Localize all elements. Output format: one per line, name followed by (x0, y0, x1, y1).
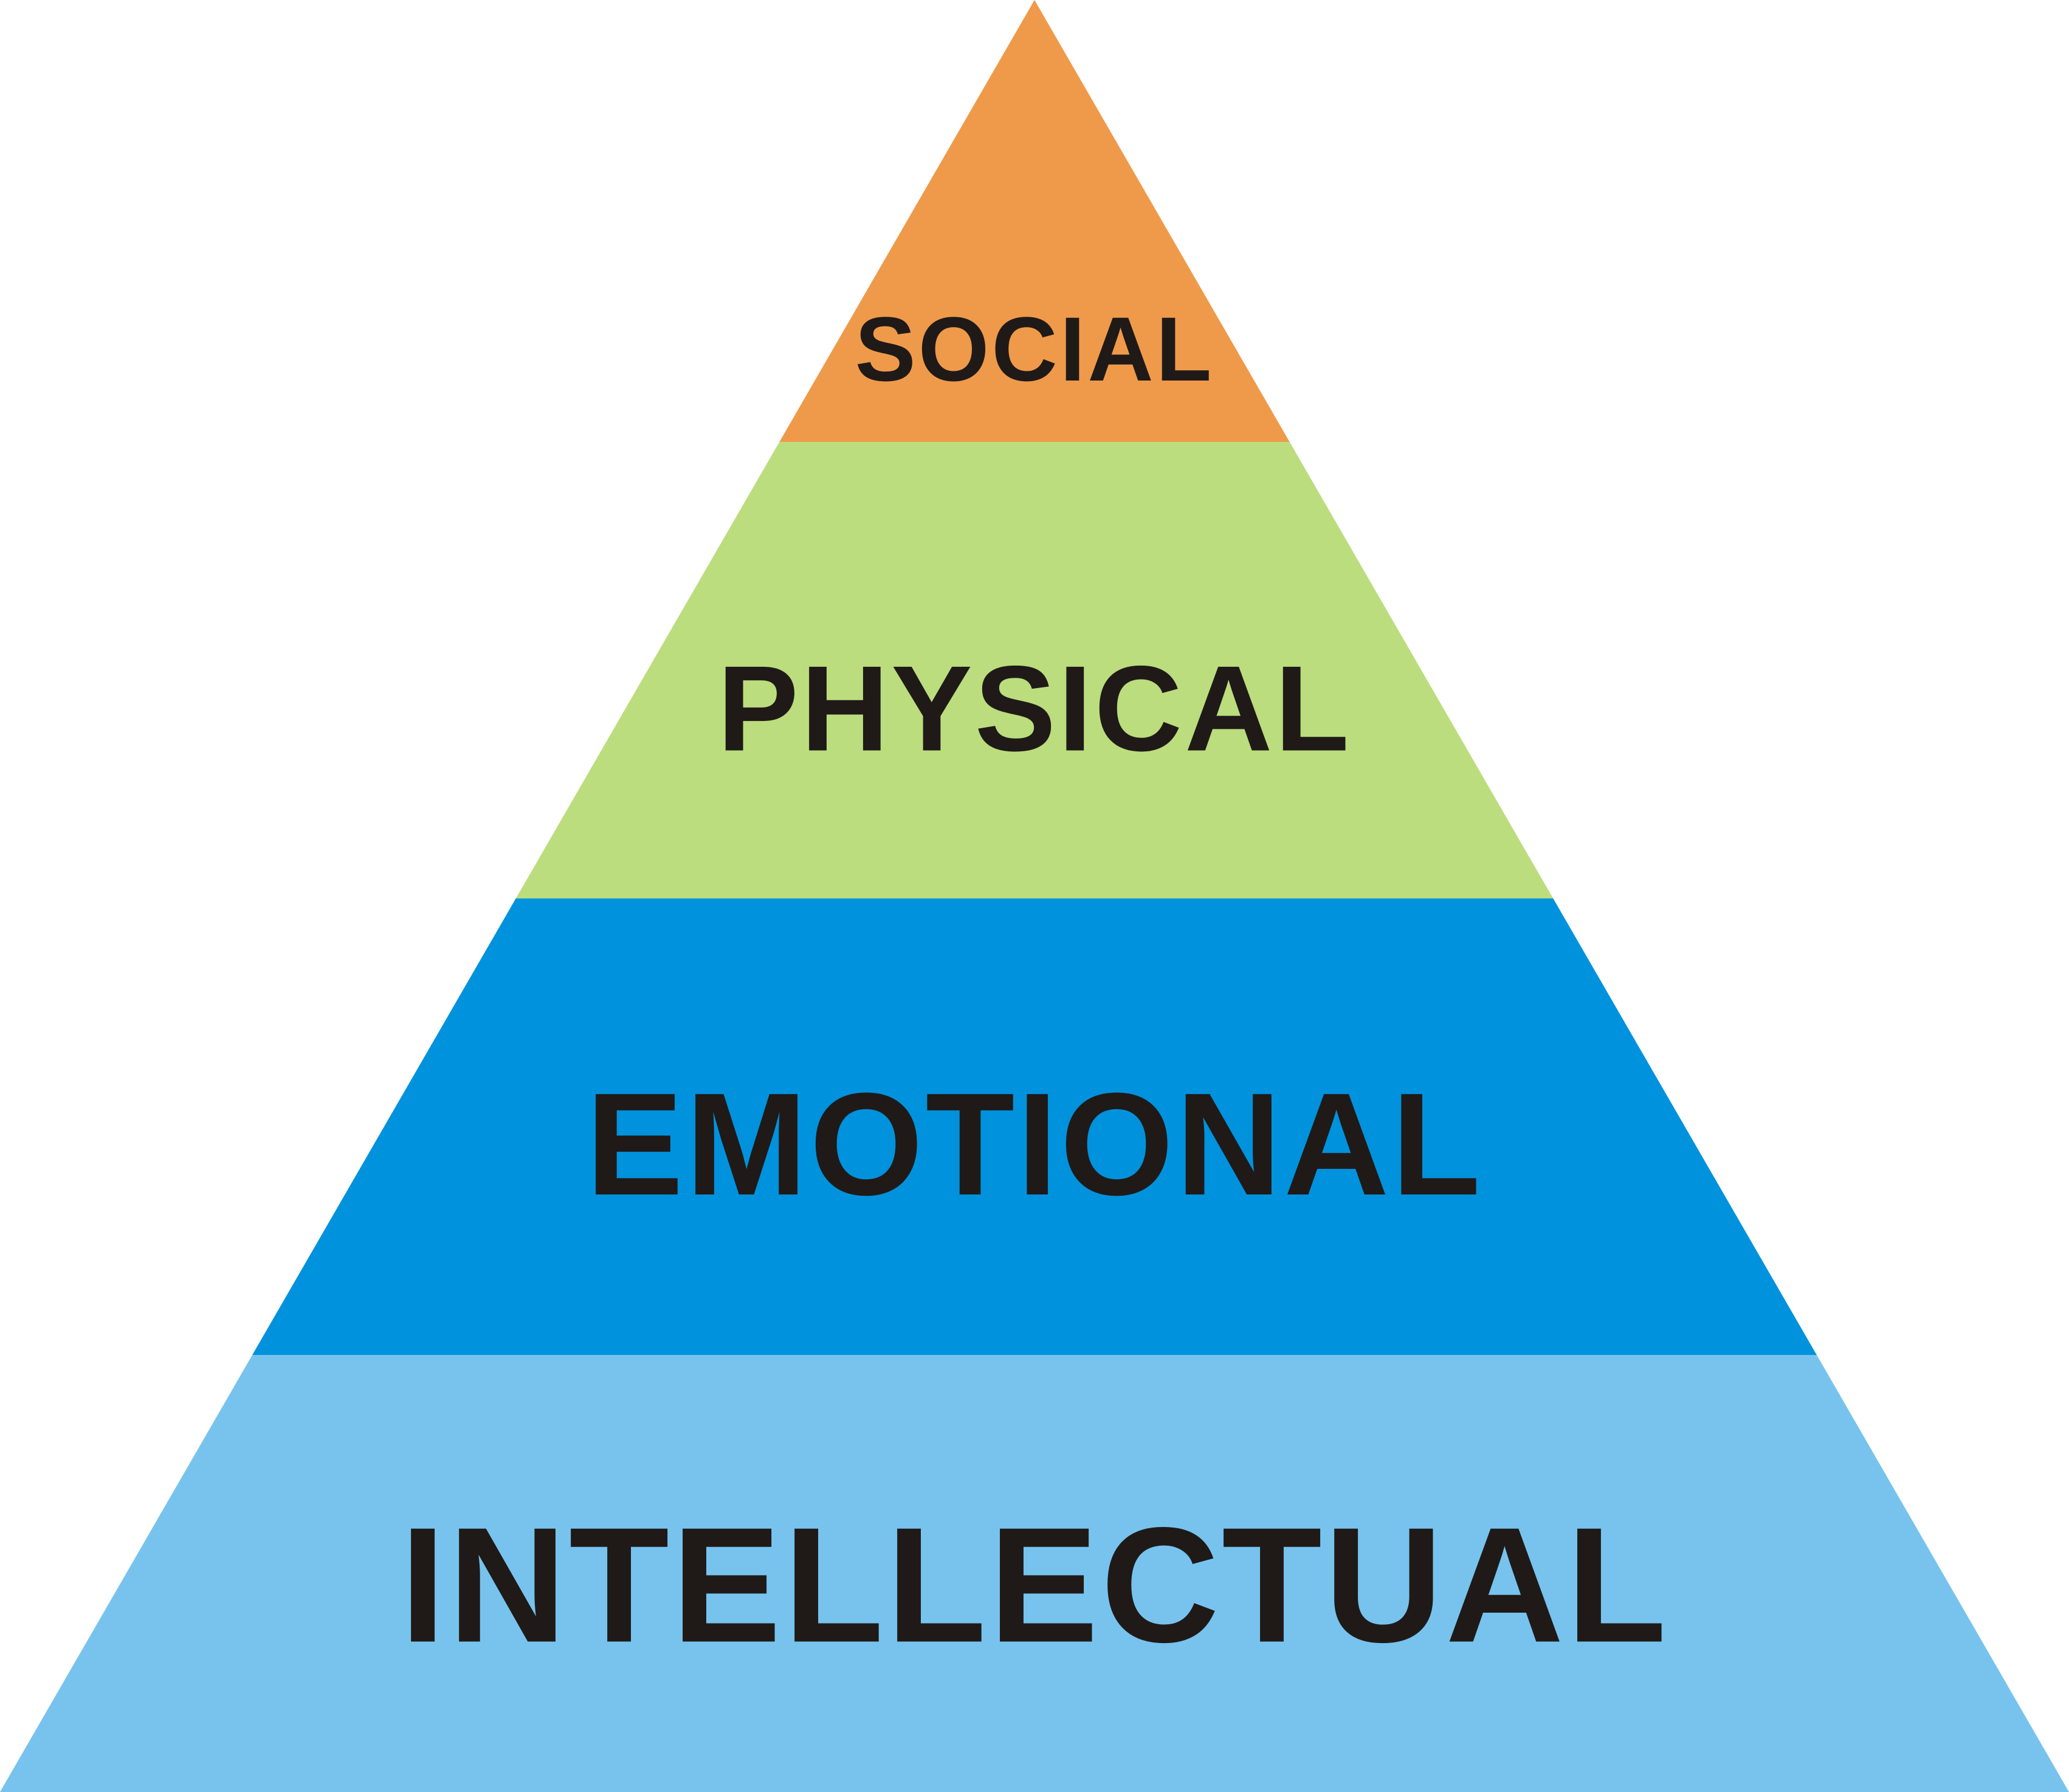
tier-intellectual-shape (0, 1355, 2069, 1792)
tier-intellectual-label: INTELLECTUAL (400, 1494, 1669, 1677)
tier-emotional-shape (252, 898, 1817, 1355)
tier-emotional-label: EMOTIONAL (586, 1063, 1483, 1225)
tier-social-shape (779, 0, 1290, 442)
tier-physical-label: PHYSICAL (717, 641, 1351, 777)
tier-social-label: SOCIAL (855, 298, 1214, 400)
tier-physical-shape (515, 442, 1554, 898)
